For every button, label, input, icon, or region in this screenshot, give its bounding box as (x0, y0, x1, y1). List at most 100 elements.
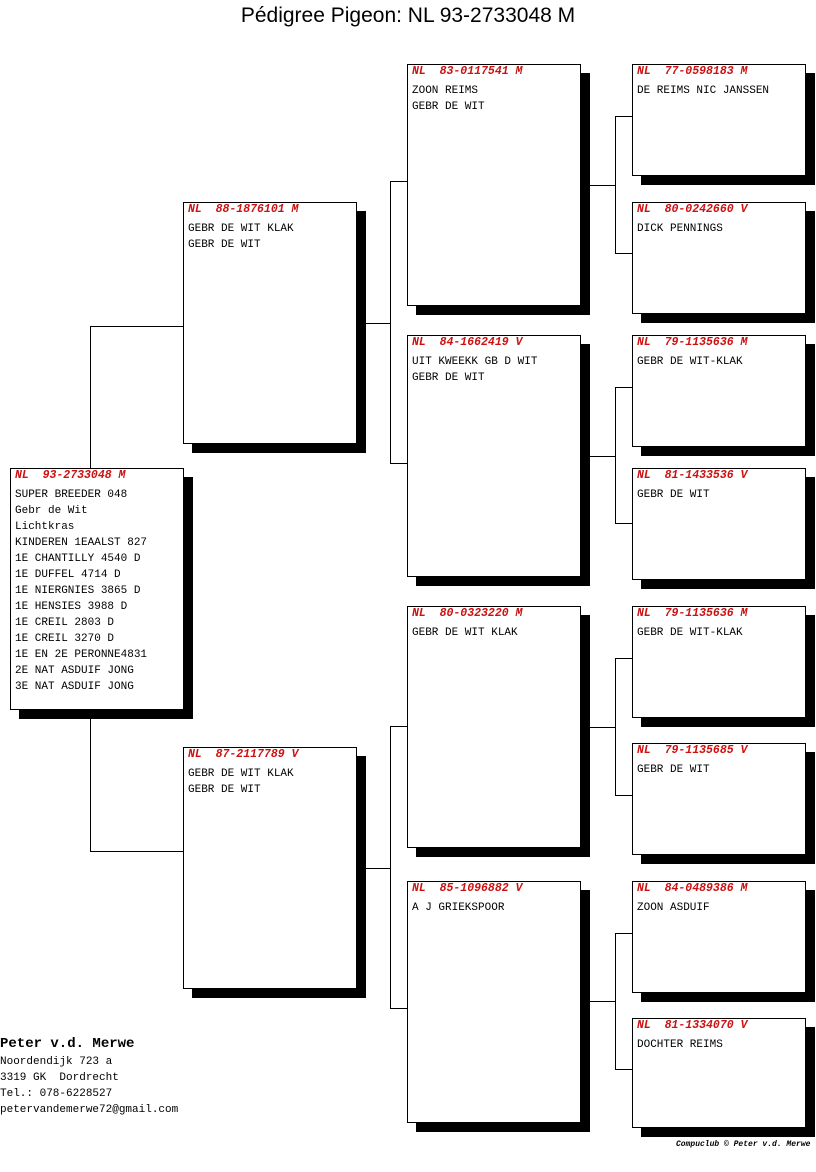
detail-line: UIT KWEEKK GB D WIT (412, 356, 538, 368)
owner-info: Peter v.d. Merwe Noordendijk 723 a 3319 … (0, 1034, 178, 1118)
ring-number: NL 85-1096882 V (412, 882, 523, 895)
great-grandparent-card: NL 84-0489386 M ZOON ASDUIF (632, 881, 806, 993)
detail-line: 1E EN 2E PERONNE4831 (15, 649, 148, 661)
connector (390, 181, 407, 182)
great-grandparent-card: NL 79-1135685 V GEBR DE WIT (632, 743, 806, 855)
great-grandparent-card: NL 81-1433536 V GEBR DE WIT (632, 468, 806, 580)
ring-number: NL 88-1876101 M (188, 203, 299, 216)
detail-line: 1E CHANTILLY 4540 D (15, 553, 141, 565)
detail-line: GEBR DE WIT (412, 372, 485, 384)
pigeon-details: GEBR DE WIT KLAK GEBR DE WIT (184, 762, 356, 798)
detail-line: Gebr de Wit (15, 505, 88, 517)
connector (615, 116, 632, 117)
ring-number: NL 80-0242660 V (637, 203, 748, 216)
detail-line: 1E CREIL 2803 D (15, 617, 115, 629)
ring-number: NL 87-2117789 V (188, 748, 299, 761)
great-grandparent-card: NL 79-1135636 M GEBR DE WIT-KLAK (632, 335, 806, 447)
ring-number: NL 81-1433536 V (637, 469, 748, 482)
detail-line: GEBR DE WIT (188, 239, 261, 251)
detail-line: GEBR DE WIT-KLAK (637, 356, 743, 368)
detail-line: ZOON REIMS (412, 85, 479, 97)
pigeon-details: SUPER BREEDER 048 Gebr de Wit Lichtkras … (11, 483, 183, 695)
detail-line: ZOON ASDUIF (637, 902, 710, 914)
connector (357, 868, 391, 869)
ring-number: NL 84-1662419 V (412, 336, 523, 349)
connector (581, 727, 616, 728)
great-grandparent-card: NL 80-0242660 V DICK PENNINGS (632, 202, 806, 314)
detail-line: DE REIMS NIC JANSSEN (637, 85, 770, 97)
owner-phone: Tel.: 078-6228527 (0, 1088, 113, 1100)
connector (581, 456, 616, 457)
pigeon-details: GEBR DE WIT (633, 758, 805, 778)
connector (357, 323, 391, 324)
pigeon-details: GEBR DE WIT (633, 483, 805, 503)
detail-line: GEBR DE WIT KLAK (188, 223, 294, 235)
detail-line: DICK PENNINGS (637, 223, 723, 235)
subject-pigeon-card: NL 93-2733048 M SUPER BREEDER 048 Gebr d… (10, 468, 184, 710)
sire-card: NL 88-1876101 M GEBR DE WIT KLAK GEBR DE… (183, 202, 357, 444)
pigeon-details: DICK PENNINGS (633, 217, 805, 237)
pigeon-details: DE REIMS NIC JANSSEN (633, 79, 805, 99)
detail-line: GEBR DE WIT-KLAK (637, 627, 743, 639)
detail-line: 1E HENSIES 3988 D (15, 601, 128, 613)
ring-number: NL 84-0489386 M (637, 882, 748, 895)
grandparent-card: NL 83-0117541 M ZOON REIMS GEBR DE WIT (407, 64, 581, 306)
ring-number: NL 93-2733048 M (15, 469, 126, 482)
connector (90, 326, 91, 469)
great-grandparent-card: NL 81-1334070 V DOCHTER REIMS (632, 1018, 806, 1128)
pigeon-details: ZOON REIMS GEBR DE WIT (408, 79, 580, 115)
ring-number: NL 79-1135636 M (637, 607, 748, 620)
detail-line: A J GRIEKSPOOR (412, 902, 505, 914)
owner-email: petervandemerwe72@gmail.com (0, 1104, 179, 1116)
pigeon-details: ZOON ASDUIF (633, 896, 805, 916)
detail-line: GEBR DE WIT (637, 764, 710, 776)
connector (581, 1001, 616, 1002)
grandparent-card: NL 85-1096882 V A J GRIEKSPOOR (407, 881, 581, 1123)
connector (581, 185, 616, 186)
connector (390, 726, 407, 727)
pigeon-details: A J GRIEKSPOOR (408, 896, 580, 916)
pigeon-details: DOCHTER REIMS (633, 1033, 805, 1053)
pigeon-details: GEBR DE WIT KLAK GEBR DE WIT (184, 217, 356, 253)
page-title: Pédigree Pigeon: NL 93-2733048 M (240, 4, 576, 27)
detail-line: 2E NAT ASDUIF JONG (15, 665, 134, 677)
connector (615, 795, 632, 796)
detail-line: GEBR DE WIT (637, 489, 710, 501)
owner-name: Peter v.d. Merwe (0, 1036, 135, 1052)
pigeon-details: GEBR DE WIT-KLAK (633, 350, 805, 370)
owner-address-line: 3319 GK Dordrecht (0, 1072, 119, 1084)
pigeon-details: UIT KWEEKK GB D WIT GEBR DE WIT (408, 350, 580, 386)
detail-line: Lichtkras (15, 521, 75, 533)
dam-card: NL 87-2117789 V GEBR DE WIT KLAK GEBR DE… (183, 747, 357, 989)
grandparent-card: NL 80-0323220 M GEBR DE WIT KLAK (407, 606, 581, 848)
great-grandparent-card: NL 77-0598183 M DE REIMS NIC JANSSEN (632, 64, 806, 176)
connector (615, 116, 616, 254)
connector (615, 523, 632, 524)
connector (390, 181, 391, 464)
detail-line: KINDEREN 1EAALST 827 (15, 537, 148, 549)
detail-line: 1E CREIL 3270 D (15, 633, 115, 645)
connector (615, 1069, 632, 1070)
pigeon-details: GEBR DE WIT-KLAK (633, 621, 805, 641)
detail-line: GEBR DE WIT KLAK (188, 768, 294, 780)
connector (615, 387, 616, 524)
ring-number: NL 83-0117541 M (412, 65, 523, 78)
detail-line: 3E NAT ASDUIF JONG (15, 681, 134, 693)
detail-line: GEBR DE WIT (188, 784, 261, 796)
connector (90, 326, 183, 327)
ring-number: NL 77-0598183 M (637, 65, 748, 78)
great-grandparent-card: NL 79-1135636 M GEBR DE WIT-KLAK (632, 606, 806, 718)
connector (615, 658, 632, 659)
detail-line: DOCHTER REIMS (637, 1039, 723, 1051)
grandparent-card: NL 84-1662419 V UIT KWEEKK GB D WIT GEBR… (407, 335, 581, 577)
connector (390, 463, 407, 464)
connector (90, 851, 183, 852)
detail-line: SUPER BREEDER 048 (15, 489, 128, 501)
detail-line: 1E DUFFEL 4714 D (15, 569, 121, 581)
copyright-notice: Compuclub © Peter v.d. Merwe (676, 1140, 811, 1149)
ring-number: NL 79-1135685 V (637, 744, 748, 757)
pigeon-details: GEBR DE WIT KLAK (408, 621, 580, 641)
connector (390, 1008, 407, 1009)
ring-number: NL 81-1334070 V (637, 1019, 748, 1032)
detail-line: 1E NIERGNIES 3865 D (15, 585, 141, 597)
